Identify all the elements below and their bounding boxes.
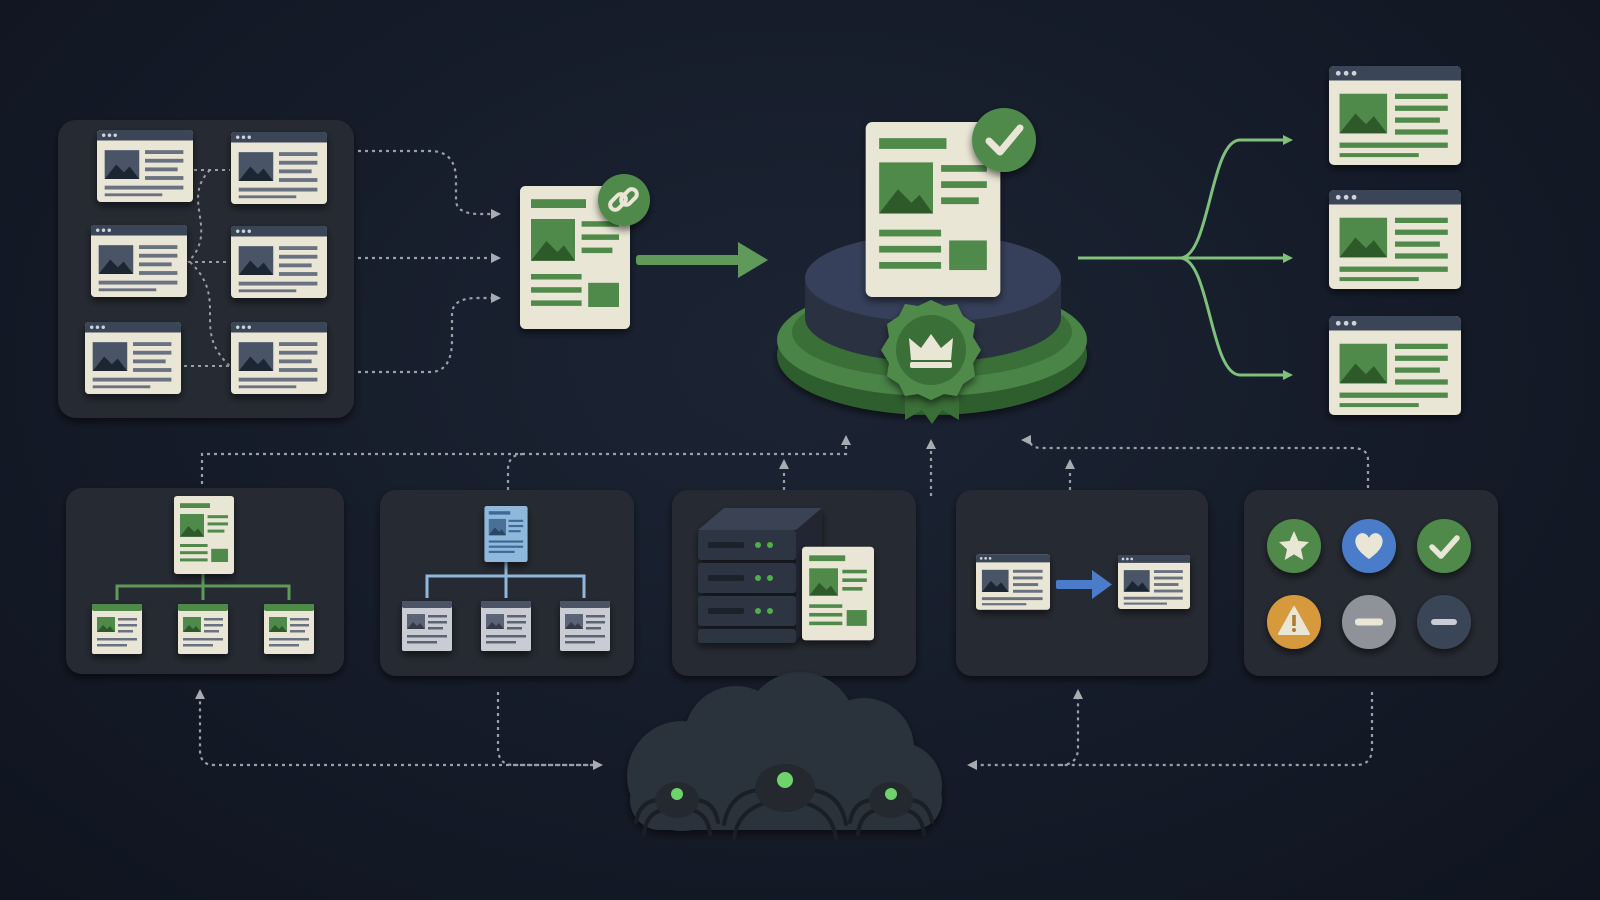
canonical-link-page	[520, 174, 650, 329]
minus-icon	[1417, 595, 1471, 649]
sitemap-icon	[174, 496, 234, 574]
new-page	[1118, 555, 1190, 609]
duplicate-page-3	[91, 225, 187, 297]
old-page	[976, 554, 1050, 610]
crown-icon	[909, 334, 953, 368]
duplicate-page-2	[231, 132, 327, 204]
syndicated-page-2	[1329, 190, 1461, 289]
canonical-winner-pedestal	[777, 108, 1087, 424]
crawler-arrows	[195, 689, 1374, 770]
site-hierarchy-blue	[380, 490, 634, 676]
blue-child-page-3	[560, 601, 610, 651]
canonical-distribution-arrows	[1078, 135, 1293, 380]
crown-badge	[881, 300, 981, 424]
duplicate-page-4	[231, 226, 327, 298]
status-signals	[1244, 490, 1498, 676]
spider-icon	[634, 764, 934, 840]
blue-child-page-2	[481, 601, 531, 651]
blue-child-page-1	[402, 601, 452, 651]
check-icon	[1417, 519, 1471, 573]
check-icon	[972, 108, 1036, 172]
signal-to-canonical-arrows	[200, 435, 1370, 496]
star-icon	[1267, 519, 1321, 573]
child-page-3	[264, 604, 314, 654]
syndicated-page-3	[1329, 316, 1461, 415]
crawler-cloud	[627, 672, 942, 840]
sitemap-icon	[484, 506, 528, 562]
server-with-page	[672, 490, 916, 676]
heart-icon	[1342, 519, 1396, 573]
syndicated-page-1	[1329, 66, 1461, 165]
link-icon	[598, 174, 650, 226]
cluster-to-link-arrows	[358, 149, 501, 374]
duplicate-page-6	[231, 322, 327, 394]
child-page-2	[178, 604, 228, 654]
site-hierarchy-green	[66, 488, 344, 674]
syndicated-pages	[1329, 66, 1461, 415]
served-page	[802, 546, 874, 641]
duplicate-page-5	[85, 322, 181, 394]
minus-icon	[1342, 595, 1396, 649]
link-to-canonical-arrow	[636, 242, 768, 278]
duplicate-pages-cluster	[58, 120, 354, 418]
child-page-1	[92, 604, 142, 654]
page-redirect	[956, 490, 1208, 676]
redirect-arrow-icon	[1056, 570, 1112, 599]
duplicate-page-1	[97, 130, 193, 202]
warning-icon	[1267, 595, 1321, 649]
